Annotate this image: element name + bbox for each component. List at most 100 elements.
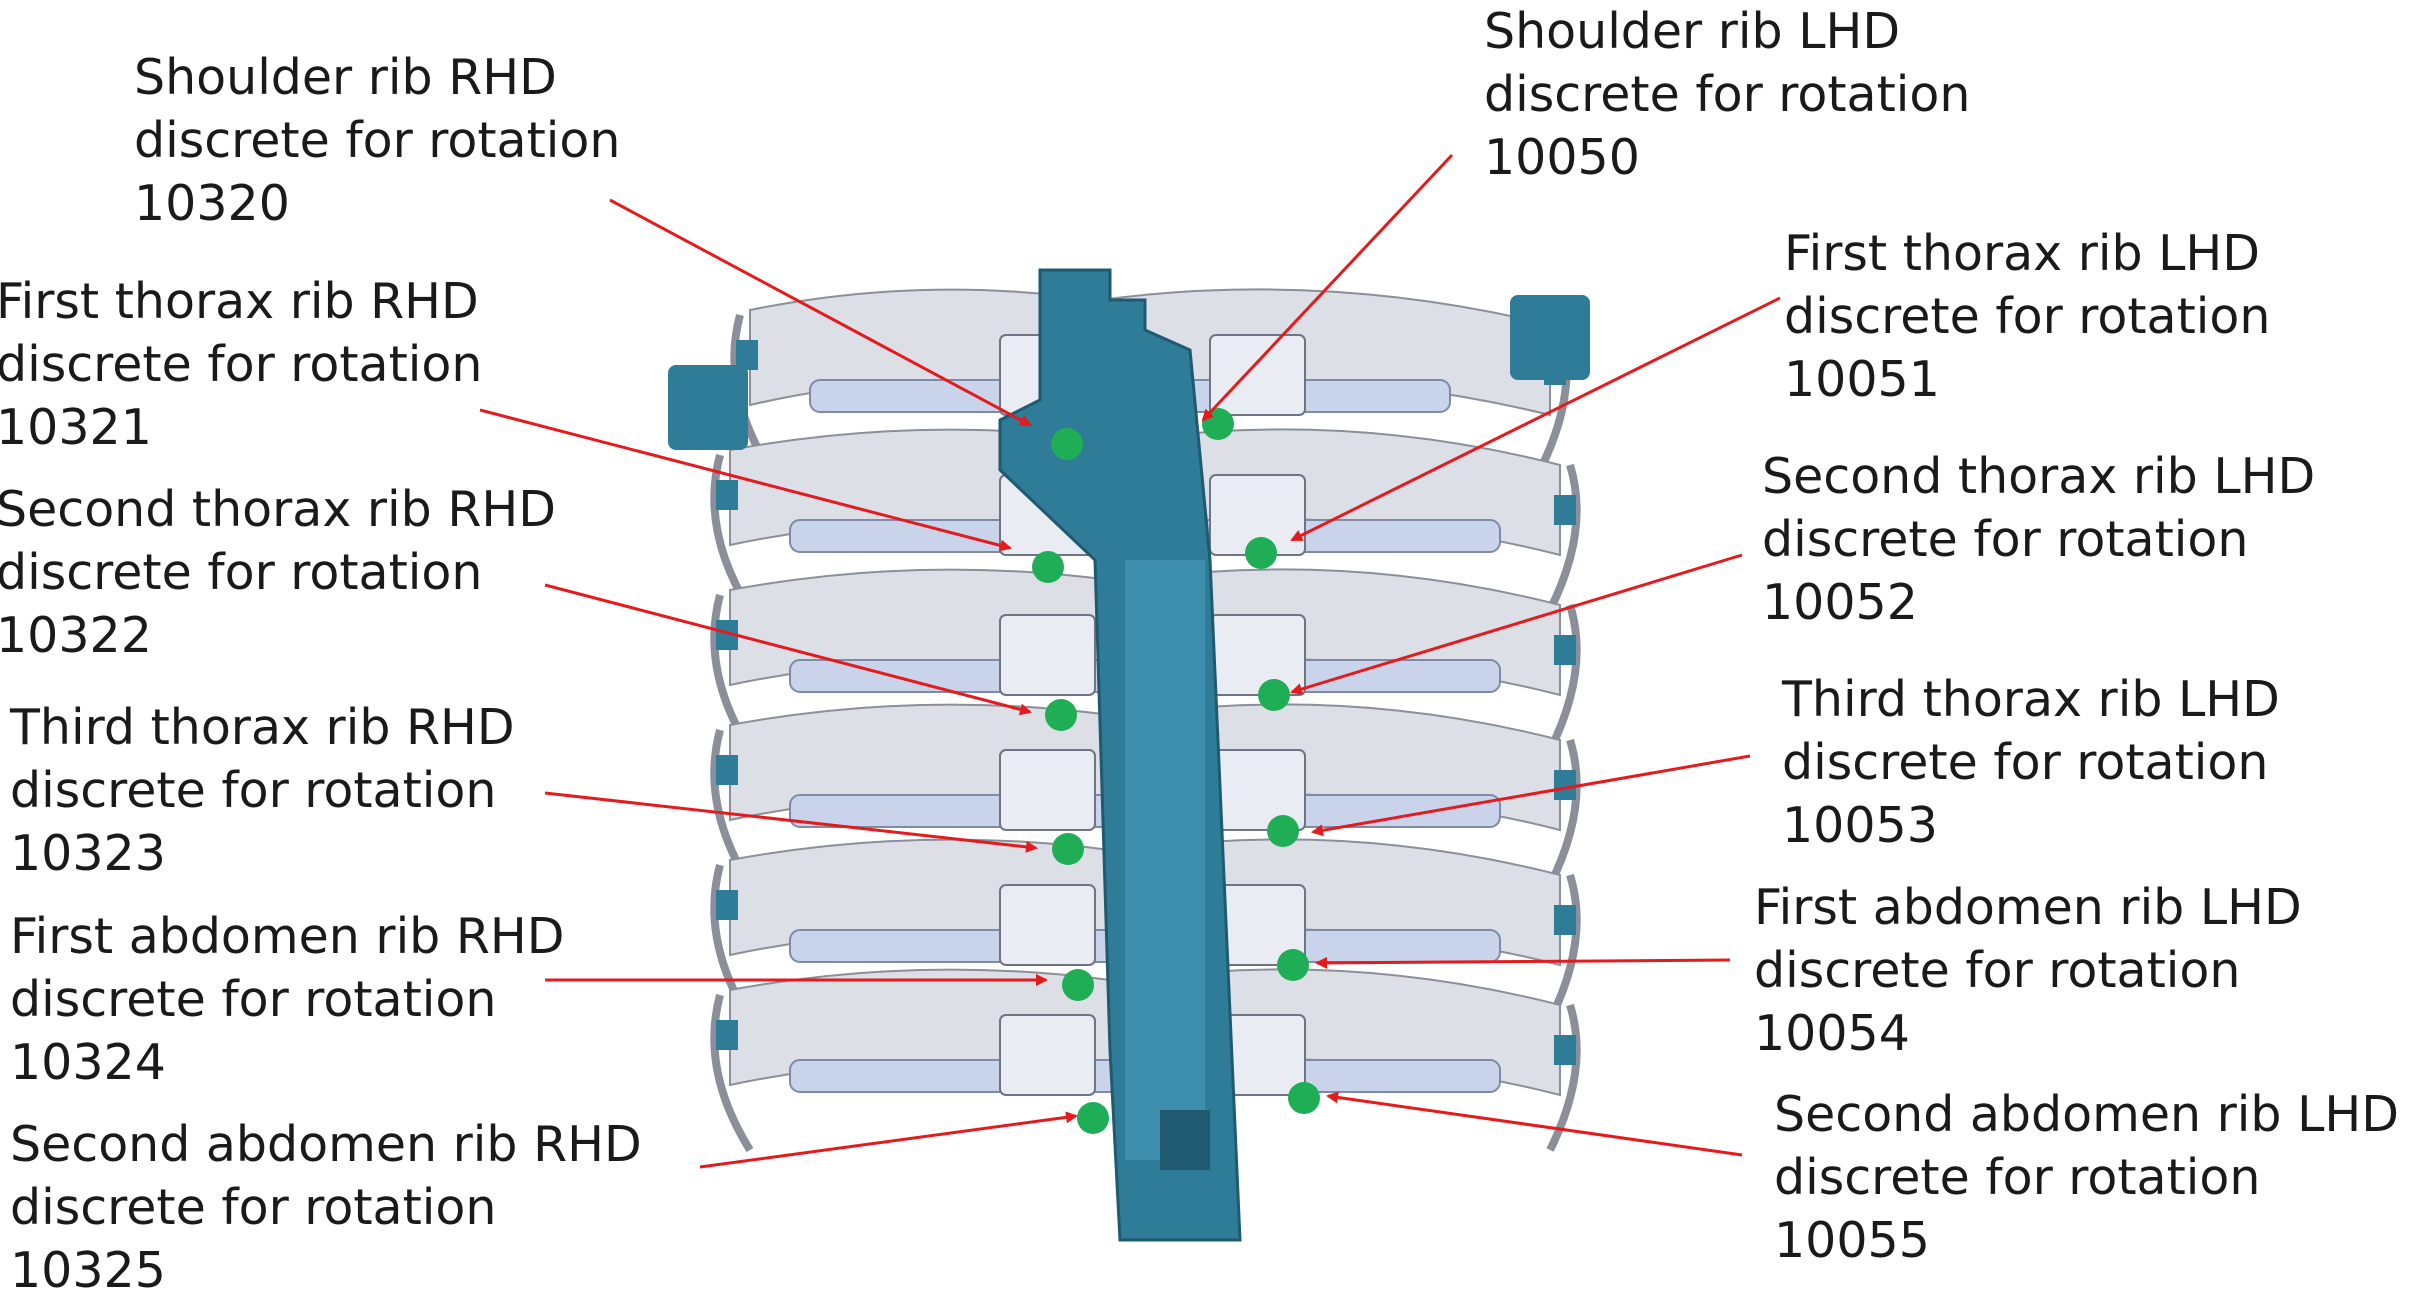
rib-arc-right xyxy=(1546,463,1581,612)
rib-arc-right xyxy=(1546,1003,1581,1152)
rib-clip-left xyxy=(716,890,738,920)
label-line: 10052 xyxy=(1762,574,1918,631)
label-line: 10325 xyxy=(10,1242,166,1299)
label-line: discrete for rotation xyxy=(10,971,497,1028)
label-line: discrete for rotation xyxy=(1774,1149,2261,1206)
label-line: discrete for rotation xyxy=(10,762,497,819)
label-line: Third thorax rib RHD xyxy=(10,699,515,756)
label-line: 10323 xyxy=(10,825,166,882)
label-line: 10320 xyxy=(134,175,290,232)
leader-arrow xyxy=(544,791,1038,853)
label-first-abdomen-rib-rhd: First abdomen rib RHD discrete for rotat… xyxy=(10,905,564,1094)
rib-clip-left xyxy=(716,620,738,650)
spine-face xyxy=(1125,560,1205,1160)
label-line: discrete for rotation xyxy=(1782,734,2269,791)
label-line: 10054 xyxy=(1754,1005,1910,1062)
label-line: 10324 xyxy=(10,1034,166,1091)
rib-clip-right xyxy=(1554,770,1576,800)
label-second-thorax-rib-lhd: Second thorax rib LHD discrete for rotat… xyxy=(1762,445,2315,634)
rib-level xyxy=(710,703,1581,888)
label-shoulder-rib-rhd: Shoulder rib RHD discrete for rotation 1… xyxy=(134,46,620,235)
label-second-abdomen-rib-lhd: Second abdomen rib LHD discrete for rota… xyxy=(1774,1083,2399,1272)
rib-level xyxy=(710,968,1581,1153)
bracket-left xyxy=(999,614,1096,696)
rib-arc-right xyxy=(1546,738,1581,887)
rotation-marker xyxy=(1062,969,1094,1001)
rotation-marker xyxy=(1032,551,1064,583)
rib-arc-left xyxy=(710,993,754,1153)
rotation-marker xyxy=(1202,408,1234,440)
label-line: 10053 xyxy=(1782,797,1938,854)
leader-arrow xyxy=(1326,1091,1743,1157)
label-line: Second thorax rib RHD xyxy=(0,481,556,538)
label-line: 10051 xyxy=(1784,351,1940,408)
label-line: First abdomen rib LHD xyxy=(1754,879,2302,936)
rib-clip-left xyxy=(716,755,738,785)
rib-level xyxy=(710,838,1581,1023)
leader-arrow xyxy=(1290,296,1781,542)
leader-arrow xyxy=(544,583,1032,716)
bracket-left xyxy=(999,749,1096,831)
label-first-thorax-rib-lhd: First thorax rib LHD discrete for rotati… xyxy=(1784,222,2270,411)
rotation-marker xyxy=(1077,1102,1109,1134)
label-third-thorax-rib-rhd: Third thorax rib RHD discrete for rotati… xyxy=(10,696,515,885)
bracket-right xyxy=(1209,334,1306,416)
shoulder-block-left xyxy=(668,365,748,450)
rib-arc-right xyxy=(1546,873,1581,1022)
rib-clip-right xyxy=(1554,635,1576,665)
label-line: First thorax rib RHD xyxy=(0,273,479,330)
label-third-thorax-rib-lhd: Third thorax rib LHD discrete for rotati… xyxy=(1782,668,2280,857)
rotation-marker xyxy=(1045,699,1077,731)
label-shoulder-rib-lhd: Shoulder rib LHD discrete for rotation 1… xyxy=(1484,0,1970,189)
rib-clip-right xyxy=(1554,495,1576,525)
label-line: discrete for rotation xyxy=(0,544,483,601)
rotation-marker xyxy=(1245,537,1277,569)
label-line: discrete for rotation xyxy=(10,1179,497,1236)
rotation-marker xyxy=(1052,833,1084,865)
rotation-marker xyxy=(1258,679,1290,711)
leader-arrow xyxy=(1311,754,1751,837)
label-line: Third thorax rib LHD xyxy=(1782,671,2280,728)
label-second-abdomen-rib-rhd: Second abdomen rib RHD discrete for rota… xyxy=(10,1113,642,1302)
label-first-thorax-rib-rhd: First thorax rib RHD discrete for rotati… xyxy=(0,270,482,459)
label-line: discrete for rotation xyxy=(134,112,621,169)
leader-arrow xyxy=(609,198,1032,427)
label-line: 10322 xyxy=(0,607,152,664)
bracket-left xyxy=(999,1014,1096,1096)
label-second-thorax-rib-rhd: Second thorax rib RHD discrete for rotat… xyxy=(0,478,556,667)
label-line: discrete for rotation xyxy=(0,336,483,393)
rib-clip-left xyxy=(736,340,758,370)
label-line: First abdomen rib RHD xyxy=(10,908,565,965)
label-line: 10321 xyxy=(0,399,152,456)
spine-slot xyxy=(1160,1110,1210,1170)
shoulder-block-right xyxy=(1510,295,1590,380)
label-first-abdomen-rib-lhd: First abdomen rib LHD discrete for rotat… xyxy=(1754,876,2302,1065)
rib-clip-right xyxy=(1554,1035,1576,1065)
leader-arrow xyxy=(699,1111,1078,1169)
rib-clip-right xyxy=(1554,905,1576,935)
label-line: Shoulder rib RHD xyxy=(134,49,557,106)
bracket-left xyxy=(999,884,1096,966)
rib-cage-body xyxy=(668,268,1590,1242)
rotation-marker xyxy=(1051,428,1083,460)
label-line: discrete for rotation xyxy=(1484,66,1971,123)
label-line: discrete for rotation xyxy=(1762,511,2249,568)
rotation-marker xyxy=(1277,949,1309,981)
label-line: Second thorax rib LHD xyxy=(1762,448,2316,505)
leader-arrow xyxy=(1201,153,1454,422)
rotation-marker xyxy=(1288,1082,1320,1114)
label-line: First thorax rib LHD xyxy=(1784,225,2261,282)
rib-clip-left xyxy=(716,480,738,510)
label-line: discrete for rotation xyxy=(1754,942,2241,999)
leader-arrow xyxy=(479,408,1012,552)
rib-arc-right xyxy=(1546,603,1581,752)
label-line: 10055 xyxy=(1774,1212,1930,1269)
label-line: 10050 xyxy=(1484,129,1640,186)
label-line: discrete for rotation xyxy=(1784,288,2271,345)
label-line: Shoulder rib LHD xyxy=(1484,3,1901,60)
bracket-right xyxy=(1209,614,1306,696)
leader-arrow xyxy=(1290,553,1743,695)
label-line: Second abdomen rib RHD xyxy=(10,1116,642,1173)
